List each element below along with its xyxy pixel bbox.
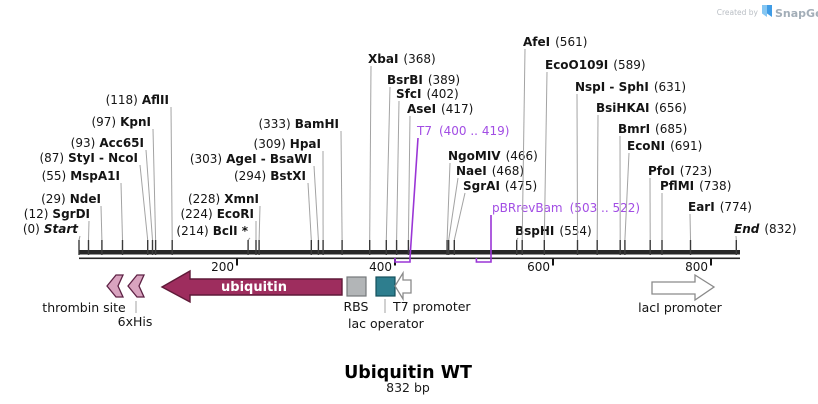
site-label: NaeI(468) bbox=[456, 164, 524, 178]
site-naei: NaeI(468) bbox=[448, 164, 524, 255]
site-label: (93)Acc65I bbox=[71, 136, 144, 150]
site-eari: EarI(774) bbox=[688, 200, 752, 255]
site-aflii: (118)AflII bbox=[106, 93, 173, 255]
map-length: 832 bp bbox=[386, 380, 430, 395]
primer-label: T7(400 .. 419) bbox=[416, 124, 509, 138]
site-hpai: (309)HpaI bbox=[254, 137, 324, 255]
site-label: (294)BstXI bbox=[234, 169, 306, 183]
feature-ubiquitin: ubiquitin bbox=[160, 269, 343, 304]
credit-brand: SnapGene bbox=[775, 7, 818, 20]
feature-label: thrombin site bbox=[42, 300, 126, 315]
site-bcli: (214)BclI * bbox=[176, 224, 251, 255]
feature-label: lac operator bbox=[348, 316, 425, 331]
site-xmni: (228)XmnI bbox=[188, 192, 261, 255]
site-end: End(832) bbox=[734, 222, 797, 255]
site-sfci: SfcI(402) bbox=[395, 87, 459, 255]
snapgene-credit: Created by SnapGene bbox=[717, 5, 818, 20]
site-sgrai: SgrAI(475) bbox=[453, 179, 537, 255]
ruler-tick bbox=[552, 258, 554, 266]
site-label: NgoMIV(466) bbox=[448, 149, 538, 163]
site-label: (309)HpaI bbox=[254, 137, 321, 151]
site-bstxi: (294)BstXI bbox=[234, 169, 312, 255]
site-ecori: (224)EcoRI bbox=[180, 207, 257, 255]
site-label: NspI - SphI(631) bbox=[575, 80, 686, 94]
site-label: PflMI(738) bbox=[660, 179, 731, 193]
site-label: EcoNI(691) bbox=[627, 139, 702, 153]
site-label: (333)BamHI bbox=[258, 117, 339, 131]
site-label: SgrAI(475) bbox=[463, 179, 537, 193]
site-mspa1i: (55)MspA1I bbox=[42, 169, 124, 255]
site-label: BmrI(685) bbox=[618, 122, 687, 136]
site-label: PfoI(723) bbox=[648, 164, 712, 178]
ruler-label: 800 bbox=[685, 260, 708, 274]
primer-label: pBRrevBam(503 .. 522) bbox=[492, 201, 640, 215]
site-styi-ncoi: (87)StyI - NcoI bbox=[39, 151, 149, 255]
feature-6xhis: 6xHis bbox=[118, 301, 153, 329]
site-bamhi: (333)BamHI bbox=[258, 117, 343, 255]
feature-label: lacI promoter bbox=[638, 300, 723, 315]
site-label: End(832) bbox=[734, 222, 797, 236]
site-nspi-sphi: NspI - SphI(631) bbox=[575, 80, 686, 255]
site-start: (0)Start bbox=[23, 222, 81, 255]
site-label: BsrBI(389) bbox=[387, 73, 460, 87]
site-bsrbi: BsrBI(389) bbox=[385, 73, 460, 255]
site-xbai: XbaI(368) bbox=[368, 52, 436, 255]
feature-t7-promoter: T7 promoter bbox=[392, 270, 471, 314]
site-label: (118)AflII bbox=[106, 93, 169, 107]
ruler-tick bbox=[710, 258, 712, 266]
ruler: 200 400 600 800 bbox=[211, 258, 712, 274]
ruler-label: 400 bbox=[369, 260, 392, 274]
site-label: BspHI(554) bbox=[515, 224, 592, 238]
feature-rbs: RBS bbox=[344, 276, 369, 314]
site-ecoo109i: EcoO109I(589) bbox=[543, 58, 646, 255]
site-label: BsiHKAI(656) bbox=[596, 101, 687, 115]
site-pfoi: PfoI(723) bbox=[648, 164, 712, 255]
site-label: (224)EcoRI bbox=[180, 207, 254, 221]
site-afei: AfeI(561) bbox=[521, 35, 587, 255]
feature-label: 6xHis bbox=[118, 314, 153, 329]
credit-prefix: Created by bbox=[717, 8, 759, 17]
ruler-label: 200 bbox=[211, 260, 234, 274]
site-agei-bsawi: (303)AgeI - BsaWI bbox=[190, 152, 320, 255]
site-label: (12)SgrDI bbox=[24, 207, 90, 221]
site-label: (55)MspA1I bbox=[42, 169, 120, 183]
feature-label: RBS bbox=[344, 299, 369, 314]
site-label: AseI(417) bbox=[407, 102, 473, 116]
site-label: EcoO109I(589) bbox=[545, 58, 646, 72]
map-title-block: Ubiquitin WT 832 bp bbox=[344, 363, 472, 395]
site-label: AfeI(561) bbox=[523, 35, 587, 49]
site-asei: AseI(417) bbox=[407, 102, 473, 255]
site-label: (214)BclI * bbox=[176, 224, 248, 238]
site-pflmi: PflMI(738) bbox=[660, 179, 731, 255]
site-label: (228)XmnI bbox=[188, 192, 259, 206]
feature-thrombin-site: thrombin site bbox=[42, 274, 146, 315]
site-bmri: BmrI(685) bbox=[618, 122, 687, 255]
site-label: (0)Start bbox=[23, 222, 79, 236]
primer-t7: T7(400 .. 419) bbox=[394, 124, 509, 263]
feature-label: ubiquitin bbox=[221, 280, 287, 295]
site-label: EarI(774) bbox=[688, 200, 752, 214]
feature-laci-promoter: lacI promoter bbox=[638, 273, 723, 315]
site-econi: EcoNI(691) bbox=[624, 139, 702, 255]
site-label: (87)StyI - NcoI bbox=[39, 151, 138, 165]
site-label: (303)AgeI - BsaWI bbox=[190, 152, 312, 166]
map-title: Ubiquitin WT bbox=[344, 363, 472, 383]
snapgene-flag-icon bbox=[762, 5, 772, 17]
site-bsihkai: BsiHKAI(656) bbox=[596, 101, 687, 255]
site-acc65i: (93)Acc65I bbox=[71, 136, 154, 255]
site-label: XbaI(368) bbox=[368, 52, 436, 66]
ruler-tick bbox=[236, 258, 238, 266]
site-ndei: (29)NdeI bbox=[41, 192, 103, 255]
ruler-label: 600 bbox=[527, 260, 550, 274]
feature-label: T7 promoter bbox=[392, 299, 471, 314]
site-ngomiv: NgoMIV(466) bbox=[446, 149, 538, 255]
site-label: (97)KpnI bbox=[91, 115, 151, 129]
site-label: (29)NdeI bbox=[41, 192, 101, 206]
site-sgrdi: (12)SgrDI bbox=[24, 207, 90, 255]
site-label: SfcI(402) bbox=[396, 87, 459, 101]
feature-lac-operator: lac operator bbox=[348, 276, 425, 331]
site-kpni: (97)KpnI bbox=[91, 115, 157, 255]
